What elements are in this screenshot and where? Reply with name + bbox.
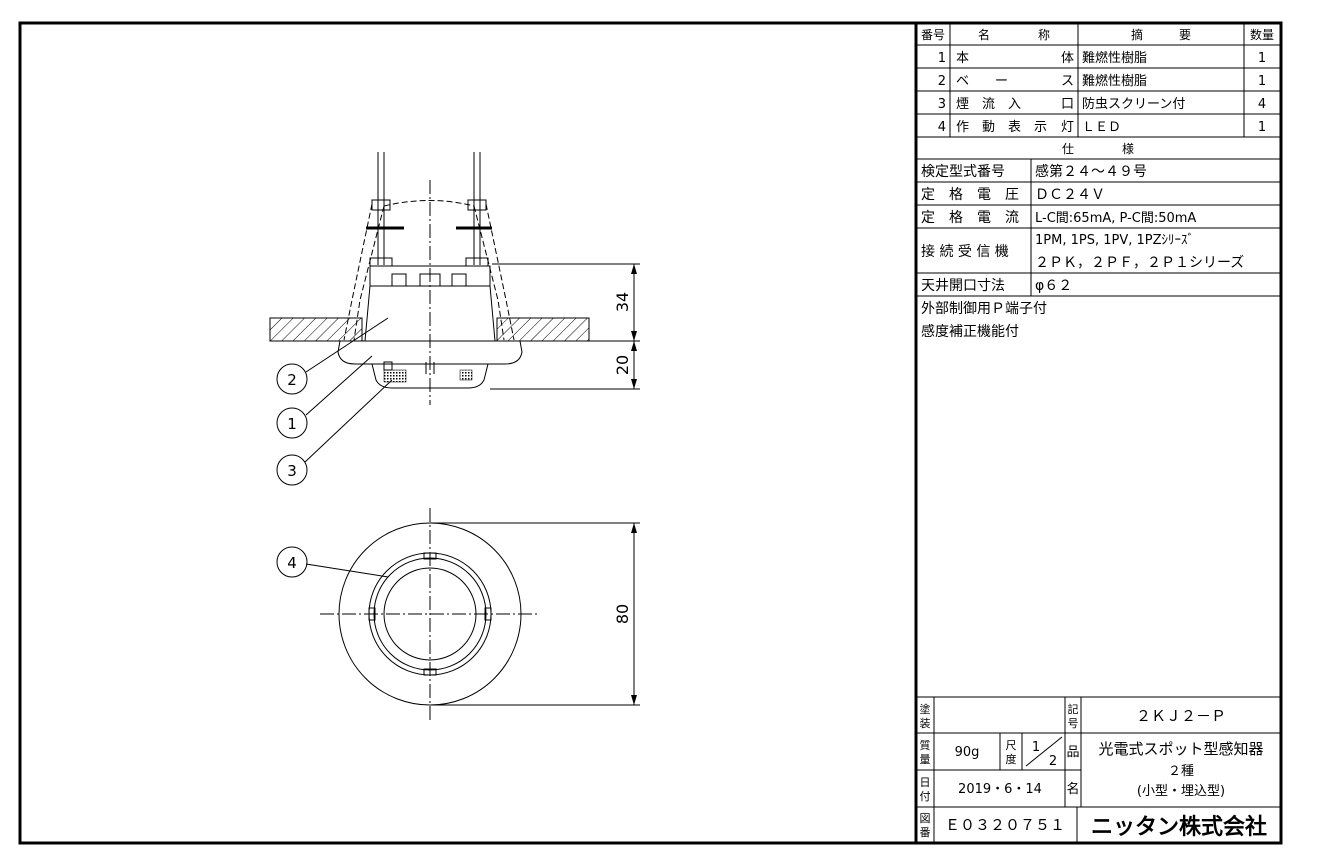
dim-height-flange: 20 [613,355,632,375]
row2-no: 2 [938,74,946,89]
balloon-3: 3 [287,462,297,480]
scale-numerator: 1 [1032,740,1040,755]
row1-summary: 難燃性樹脂 [1082,50,1147,66]
name-label-2: 名 [1066,781,1079,797]
date-value: 2019・6・14 [958,782,1042,797]
spec-value-receiver-1: 1PM, 1PS, 1PV, 1PZｼﾘｰｽﾞ [1035,233,1194,248]
row4-summary: ＬＥＤ [1082,120,1121,135]
side-dimensions: 34 20 [490,263,640,390]
row4-qty: 1 [1258,120,1266,135]
spec-label-voltage: 定 格 電 圧 [921,187,1019,203]
name-label-1: 品 [1066,745,1079,760]
model-number: ２ＫＪ２－Ｐ [1136,707,1226,725]
spec-label-receiver: 接 続 受 信 機 [921,243,1009,260]
spec-value-current: L-C間:65mA, P-C間:50mA [1035,211,1196,226]
balloon-4: 4 [287,554,297,572]
side-view [269,152,590,405]
row1-name-left: 本 [956,51,969,66]
symbol-label-2: 号 [1068,717,1079,730]
paint-label-2: 装 [920,717,931,730]
mass-label-2: 量 [920,753,931,766]
spec-label-cert: 検定型式番号 [921,164,1005,180]
spec-value-voltage: ＤＣ２４Ｖ [1035,187,1105,203]
date-label-2: 付 [920,790,931,803]
balloon-2: 2 [287,371,297,389]
row3-name-right: 口 [1061,97,1074,112]
dim-diameter: 80 [613,604,632,624]
sheet-border [18,21,1283,845]
spec-value-opening: φ６２ [1035,278,1072,294]
symbol-label-1: 記 [1068,702,1079,716]
parts-table: 番号 名 称 摘 要 数量 1 本 体 難燃性樹脂 1 2 ベ ー ス 難燃性樹… [916,23,1281,138]
date-label-1: 日 [920,776,931,789]
spec-value-receiver-2: ２ＰＫ，２ＰＦ，２Ｐ１シリーズ [1035,255,1244,271]
spec-label-opening: 天井開口寸法 [921,278,1005,294]
mass-value: 90g [955,745,980,760]
balloon-1: 1 [287,415,297,433]
row4-name-left: 作 動 表 示 [956,120,1047,135]
row2-name-left: ベ ー [956,74,1008,89]
row3-qty: 4 [1258,97,1266,112]
row4-name-right: 灯 [1061,120,1074,135]
scale-denominator: 2 [1049,754,1057,769]
dim-height-body: 34 [613,292,632,312]
bottom-view [320,508,540,720]
spec-table: 仕 様 検定型式番号 感第２４～４９号 定 格 電 圧 ＤＣ２４Ｖ 定 格 電 … [916,142,1281,340]
spec-value-cert: 感第２４～４９号 [1035,163,1147,180]
row3-name-left: 煙 流 入 [956,97,1021,112]
row1-name-right: 体 [1061,51,1074,66]
header-summary: 摘 要 [1131,27,1191,42]
header-qty: 数量 [1250,27,1274,42]
bottom-dimensions: 80 [430,522,640,706]
spec-label-current: 定 格 電 流 [921,210,1019,226]
row1-qty: 1 [1258,51,1266,66]
drawing-number: Ｅ０３２０７５１ [945,816,1065,834]
drawing-label-1: 図 [920,812,931,825]
scale-label-2: 度 [1006,752,1017,766]
product-name-1: 光電式スポット型感知器 [1098,740,1263,758]
spec-note-1: 外部制御用Ｐ端子付 [921,301,1047,317]
company-logo: ニッタン株式会社 [1091,814,1267,840]
spec-note-2: 感度補正機能付 [921,323,1019,340]
mass-label-1: 質 [920,738,931,752]
row1-no: 1 [938,51,946,66]
header-name: 名 称 [978,27,1050,42]
row4-no: 4 [938,120,946,135]
paint-label-1: 塗 [920,702,931,716]
title-block: 塗 装 記 号 ２ＫＪ２－Ｐ 質 量 90g 尺 度 1 2 品 名 光電式スポ… [916,696,1281,843]
product-name-2: ２種 [1168,763,1194,779]
row3-summary: 防虫スクリーン付 [1082,96,1185,112]
scale-label-1: 尺 [1006,739,1017,752]
spec-heading: 仕 様 [1062,142,1134,156]
header-no: 番号 [921,28,945,42]
row2-name-right: ス [1061,74,1074,89]
row3-no: 3 [938,97,946,112]
drawing-label-2: 番 [920,826,931,839]
part-balloons: 2 1 3 4 [276,317,393,578]
product-name-3: (小型・埋込型) [1137,784,1225,799]
row2-summary: 難燃性樹脂 [1082,73,1147,89]
row2-qty: 1 [1258,74,1266,89]
